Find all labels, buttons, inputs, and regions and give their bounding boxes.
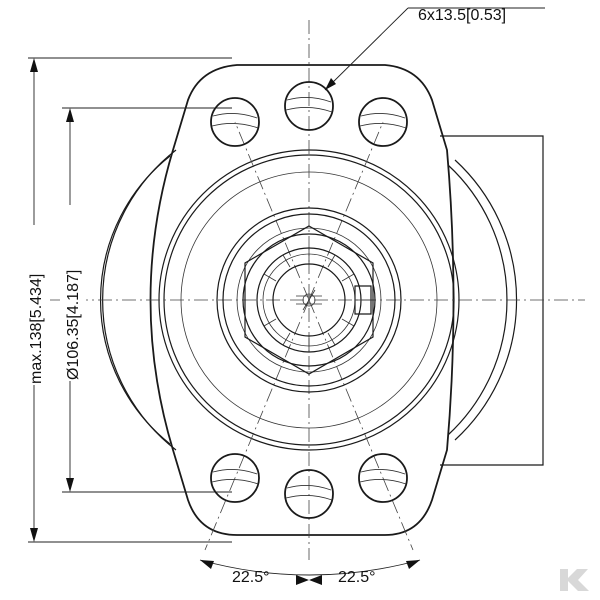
mounting-hole-bottom-right <box>358 453 408 503</box>
mounting-hole-bottom-left <box>210 453 260 503</box>
mounting-hole-top-right <box>358 97 408 147</box>
spline-teeth <box>263 248 355 352</box>
pilot-diameter-label: Ø106.35[4.187] <box>65 270 82 380</box>
mounting-holes <box>210 81 408 519</box>
mounting-hole-top-center <box>284 81 334 131</box>
dimension-angles: 22.5° 22.5° <box>199 559 421 586</box>
brand-logo-mark <box>560 569 589 591</box>
center-lines <box>50 20 585 560</box>
holes-label: 6x13.5[0.53] <box>418 7 506 24</box>
output-shaft <box>216 207 402 393</box>
angle-right-label: 22.5° <box>338 569 376 586</box>
dimension-pilot-diameter: Ø106.35[4.187] <box>60 107 232 493</box>
shaft-thread-hole <box>296 295 322 305</box>
dimension-overall-height: max.138[5.434] <box>22 57 232 543</box>
mounting-hole-top-left <box>210 97 260 147</box>
overall-height-label: max.138[5.434] <box>28 274 45 384</box>
rear-housing <box>440 135 544 466</box>
dimension-hole-callout: 6x13.5[0.53] <box>324 7 545 91</box>
mounting-flange-outline <box>149 64 455 536</box>
hex-nut <box>244 225 374 375</box>
angle-left-label: 22.5° <box>232 569 270 586</box>
mounting-hole-bottom-center <box>284 469 334 519</box>
shaft-key <box>354 285 372 315</box>
brand-logo <box>560 569 589 591</box>
